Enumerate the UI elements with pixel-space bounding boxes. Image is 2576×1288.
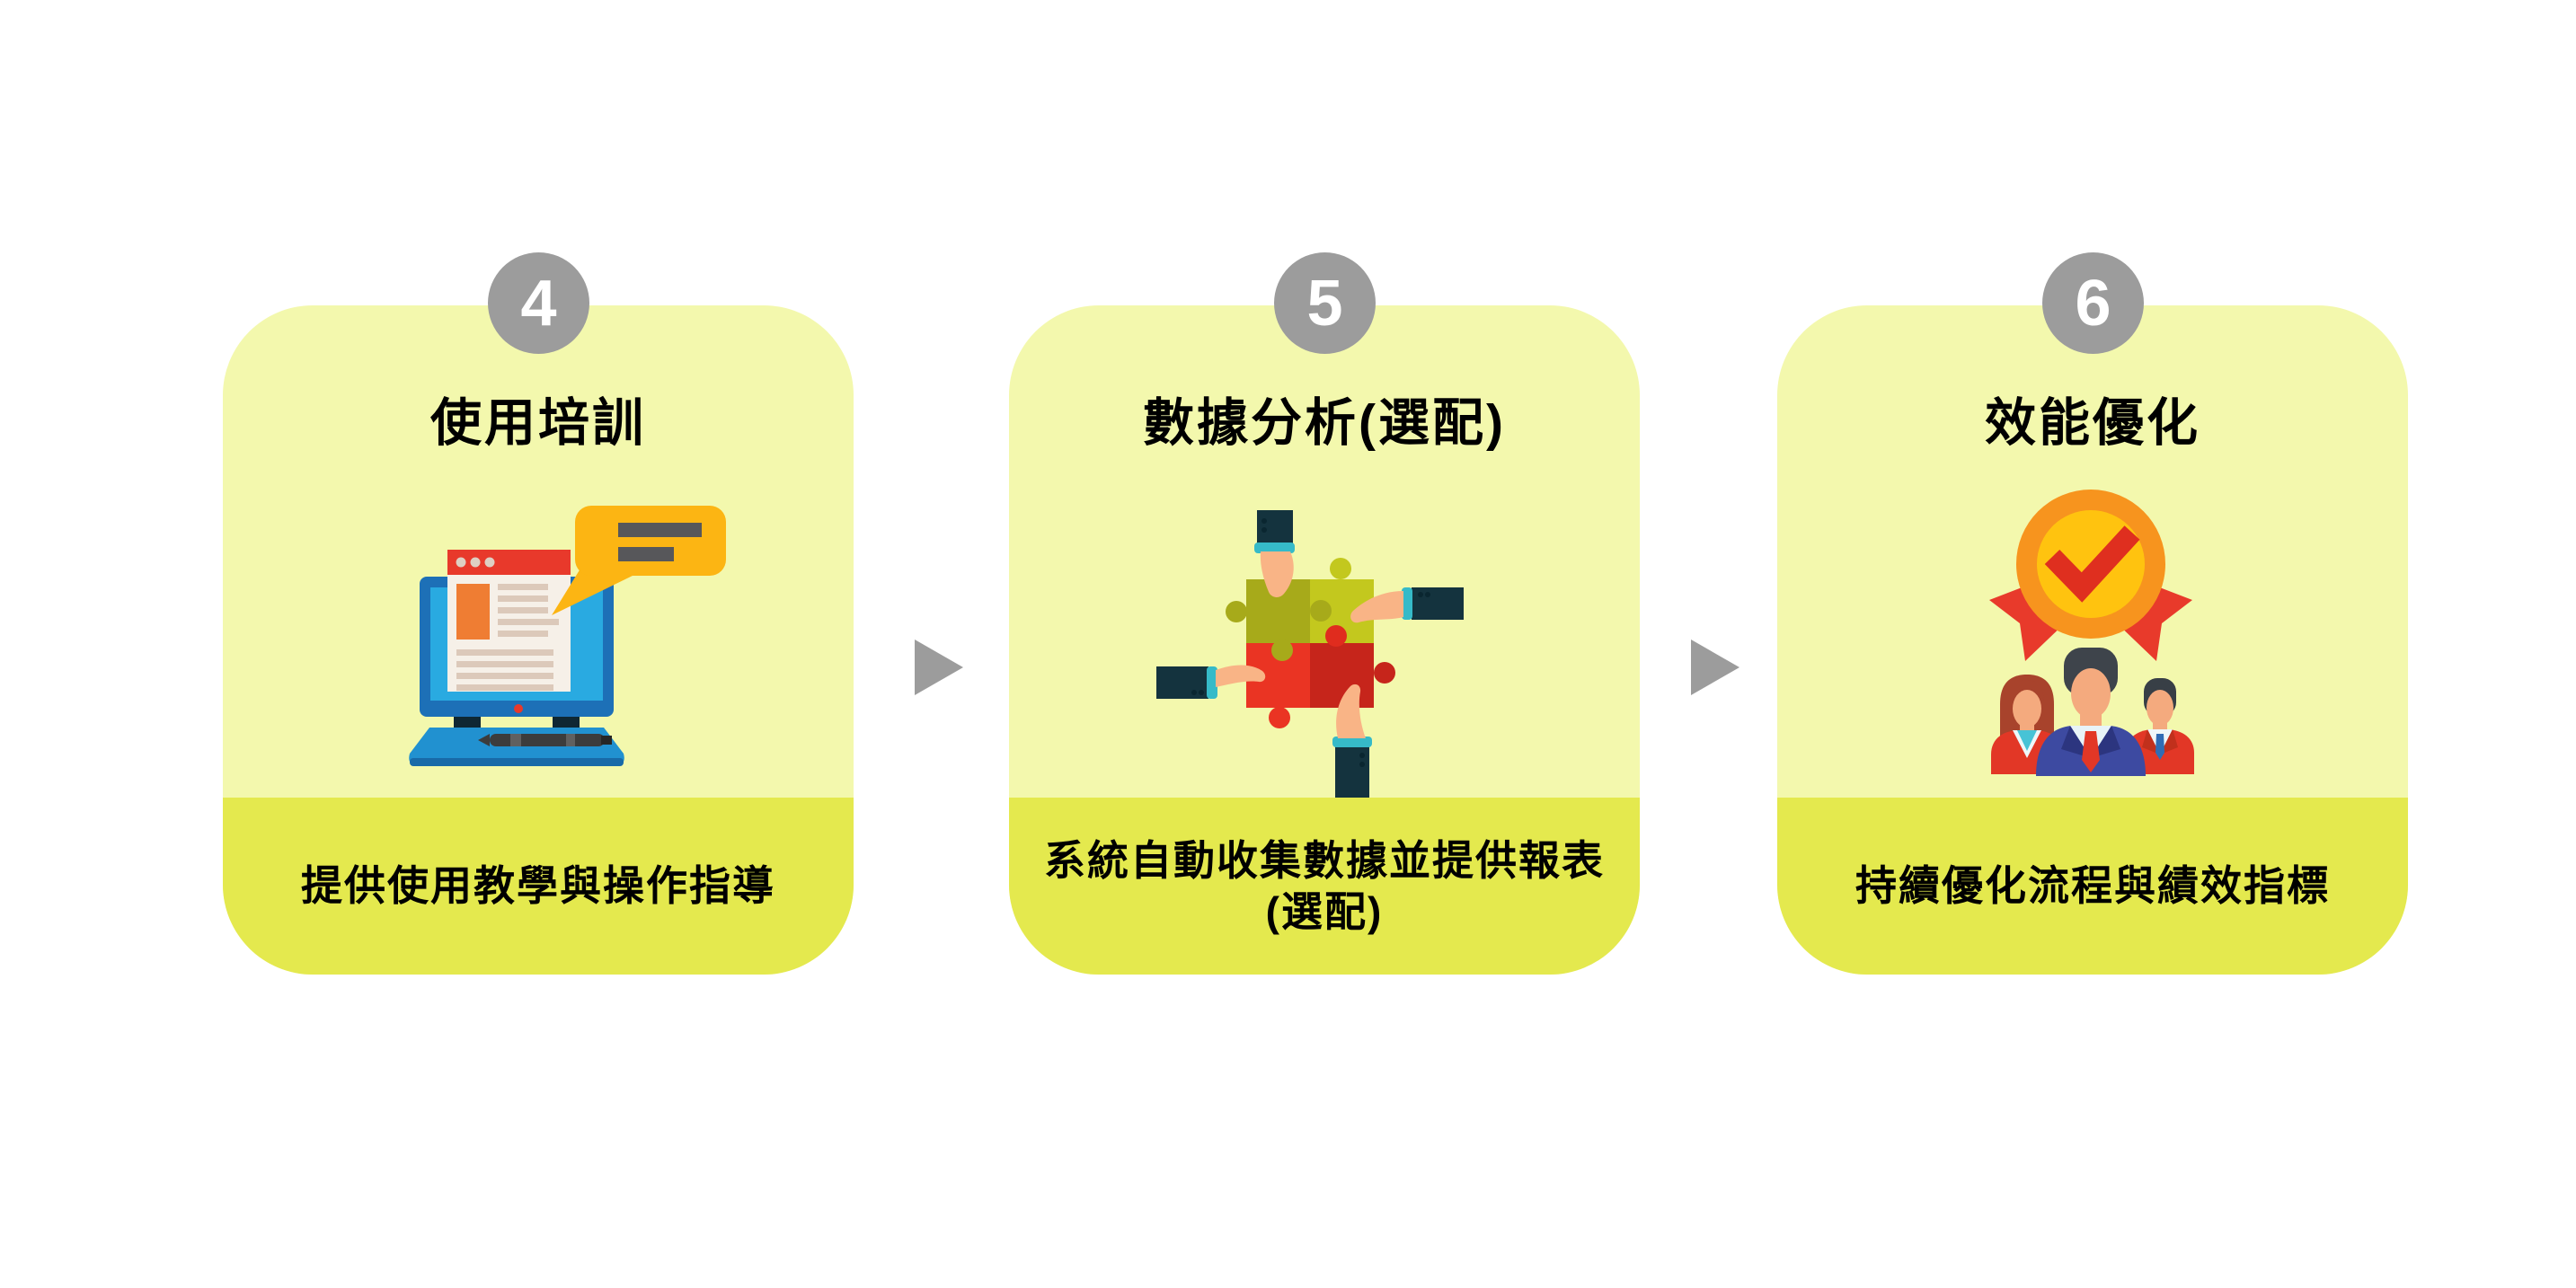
step-card-4: 使用培訓 (223, 305, 854, 975)
teamwork-puzzle-icon (1113, 505, 1536, 811)
step-description: 系統自動收集數據並提供報表 (1044, 836, 1605, 884)
step-description-panel: 持續優化流程與績效指標 (1777, 798, 2408, 975)
arrow-right-icon (1691, 640, 1739, 695)
step-description-panel: 提供使用教學與操作指導 (223, 798, 854, 975)
step-description: 提供使用教學與操作指導 (301, 862, 775, 909)
step-title: 數據分析(選配) (1143, 394, 1506, 452)
step-description: (選配) (1265, 887, 1384, 935)
award-team-icon (1932, 476, 2291, 795)
arrow-right-icon (915, 640, 963, 695)
step-description-panel: 系統自動收集數據並提供報表 (選配) (1009, 798, 1640, 975)
step-description: 持續優化流程與績效指標 (1855, 862, 2330, 909)
step-card-5: 數據分析(選配) (1009, 305, 1640, 975)
step-number-badge: 4 (488, 252, 589, 354)
step-number-badge: 5 (1274, 252, 1376, 354)
step-title: 使用培訓 (430, 394, 646, 452)
step-title: 效能優化 (1985, 394, 2200, 452)
step-card-6: 效能優化 (1777, 305, 2408, 975)
training-laptop-icon (404, 498, 737, 772)
step-number-badge: 6 (2042, 252, 2144, 354)
